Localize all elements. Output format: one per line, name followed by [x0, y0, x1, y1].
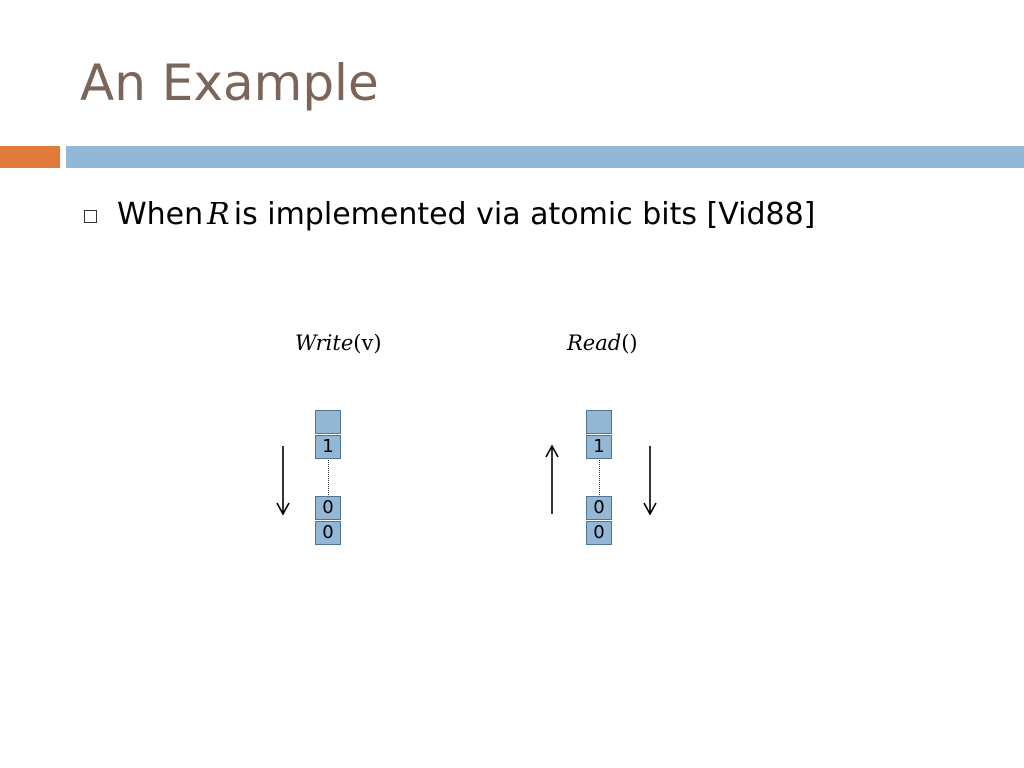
write-label-args: (v): [353, 331, 382, 355]
write-bit-cell-0a: 0: [315, 496, 341, 520]
bullet-text-before: When: [117, 196, 204, 232]
square-bullet-icon: [84, 209, 97, 223]
read-label-fn: Read: [567, 331, 622, 355]
write-bit-cell-top: [315, 410, 341, 434]
read-bit-cell-0b: 0: [586, 521, 612, 545]
accent-bar-blue: [66, 146, 1024, 168]
write-bit-cell-0b: 0: [315, 521, 341, 545]
write-label: Write(v): [295, 331, 382, 355]
read-arrow-up-icon: [545, 444, 559, 514]
read-bit-cell-1: 1: [586, 435, 612, 459]
write-label-fn: Write: [295, 331, 354, 355]
write-arrow-down-icon: [276, 446, 290, 516]
bullet-text-after: is implemented via atomic bits [Vid88]: [233, 196, 816, 232]
read-bit-cell-0a: 0: [586, 496, 612, 520]
read-bits-ellipsis: [599, 460, 600, 495]
read-label-args: (): [621, 331, 638, 355]
register-symbol: R: [207, 196, 230, 232]
read-label: Read(): [567, 331, 638, 355]
read-arrow-down-icon: [643, 446, 657, 516]
write-bits-ellipsis: [328, 460, 329, 495]
write-bit-cell-1: 1: [315, 435, 341, 459]
accent-bar-orange: [0, 146, 60, 168]
read-bit-cell-top: [586, 410, 612, 434]
slide-title: An Example: [80, 54, 379, 112]
